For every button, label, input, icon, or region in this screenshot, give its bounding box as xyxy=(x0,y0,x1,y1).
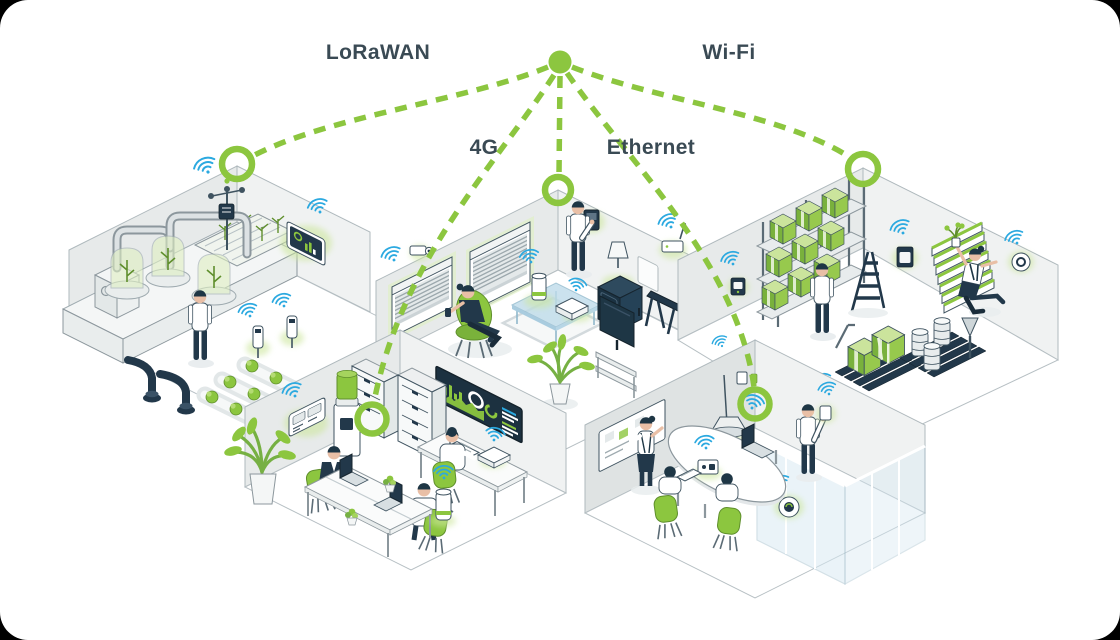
living-room xyxy=(374,189,744,454)
presenter-woman xyxy=(627,415,664,495)
wifi-link-line xyxy=(570,64,853,161)
wall-art-panel xyxy=(637,256,659,292)
plant-cloches xyxy=(104,235,237,306)
notebook xyxy=(675,468,703,482)
desk-plant xyxy=(345,508,358,526)
palm-plant xyxy=(527,334,595,410)
iot-hub-box xyxy=(554,275,591,322)
wifi-signal-icon xyxy=(190,153,220,180)
wifi-signal-icon xyxy=(378,243,405,267)
ethernet-label: Ethernet xyxy=(607,136,695,159)
air-quality-monitor xyxy=(430,464,456,527)
glass-thermostat xyxy=(768,472,804,519)
connectivity-labels: LoRaWAN Wi-Fi 4G Ethernet xyxy=(326,41,755,159)
utility-meter xyxy=(718,248,749,296)
connectivity-network xyxy=(218,50,882,437)
laptop xyxy=(339,453,369,487)
man-at-thermostat xyxy=(565,200,595,280)
dashboard-screen xyxy=(435,365,523,444)
soil-sensor xyxy=(270,290,304,348)
meeting-node-ring-icon xyxy=(737,386,773,422)
meeting-room-controller xyxy=(693,433,722,480)
plant-in-hand xyxy=(944,222,965,248)
office-plant xyxy=(224,417,296,505)
home-link-line xyxy=(556,75,563,176)
lorawan-link-line xyxy=(247,64,550,161)
living-room-node-ring-icon xyxy=(541,173,575,207)
team-desk-group xyxy=(303,446,456,557)
co2-wall-monitor xyxy=(279,379,328,437)
greenhouse-node-ring-icon xyxy=(218,145,256,183)
cellular-label: 4G xyxy=(470,136,499,159)
ethernet-link-line xyxy=(564,71,757,388)
desk-router xyxy=(476,425,512,469)
office-node-ring-icon xyxy=(354,401,390,437)
smart-speaker xyxy=(517,246,554,308)
shovel xyxy=(961,317,979,358)
wifi-label: Wi-Fi xyxy=(702,41,755,64)
lorawan-label: LoRaWAN xyxy=(326,41,430,64)
warehouse-node-ring-icon xyxy=(844,150,882,188)
smart-blinds-windows xyxy=(388,216,534,343)
gateway-hub-icon xyxy=(548,50,572,74)
meeting-room xyxy=(583,339,927,599)
warehouse-wall-sensor xyxy=(887,216,918,269)
man-at-wall-switch xyxy=(795,379,839,483)
dashboard-ring-chart xyxy=(484,404,498,419)
soil-sensor xyxy=(236,300,270,358)
dashboard-text-lines xyxy=(502,407,518,437)
falling-woman xyxy=(944,222,1006,317)
wifi-router xyxy=(655,210,687,259)
water-cooler xyxy=(333,369,361,457)
conference-table xyxy=(667,425,787,518)
stairs xyxy=(931,221,1006,317)
drain-pipes xyxy=(124,356,195,415)
dashboard-donut-chart xyxy=(468,391,484,409)
laptop xyxy=(741,423,775,459)
pallet-with-boxes xyxy=(810,323,922,392)
tv-and-stand xyxy=(595,295,637,398)
person-at-dashboard-desk xyxy=(430,427,477,517)
wall-switch-device xyxy=(816,379,839,423)
desk-plant xyxy=(383,475,396,493)
laptop xyxy=(373,478,403,512)
step-ladder xyxy=(848,251,888,318)
bench xyxy=(644,290,688,337)
dashboard-desk-group xyxy=(416,425,529,517)
dashboard-area-chart xyxy=(443,396,484,421)
round-wall-device xyxy=(1002,227,1034,273)
cellular-link-line xyxy=(371,73,557,403)
greenhouse-wall-display xyxy=(280,195,332,266)
pallet-with-barrels xyxy=(899,317,987,378)
whiteboard xyxy=(598,399,666,472)
woman-in-armchair xyxy=(445,283,512,359)
